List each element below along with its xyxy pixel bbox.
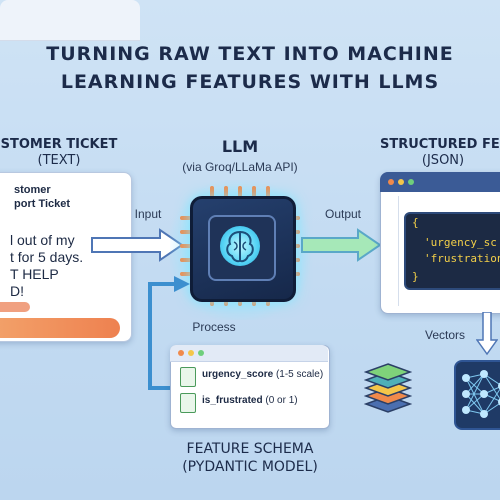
json-brace-open: { xyxy=(412,216,419,229)
json-subheading: (JSON) xyxy=(421,153,465,168)
ticket-body-line-2: t for 5 days. xyxy=(10,249,84,265)
ticket-submit-button[interactable] xyxy=(0,318,120,338)
schema-field-frustrated: is_frustrated (0 or 1) xyxy=(202,395,298,406)
process-label: Process xyxy=(192,320,236,334)
title-line-1: TURNING RAW TEXT INTO MACHINE xyxy=(46,43,454,65)
schema-window-titlebar xyxy=(170,345,328,362)
layers-icon xyxy=(364,363,412,413)
json-heading: STRUCTURED FE xyxy=(380,137,500,152)
process-arrow-icon xyxy=(148,276,190,390)
json-code-block xyxy=(404,212,500,290)
input-label: Input xyxy=(134,207,162,221)
schema-field-frustrated-name: is_frustrated xyxy=(202,395,263,406)
schema-field-urgency: urgency_score (1-5 scale) xyxy=(202,369,323,380)
llm-subtitle: (via Groq/LLaMa API) xyxy=(182,160,298,174)
output-label: Output xyxy=(324,207,362,221)
llm-title: LLM xyxy=(221,137,259,156)
title-line-2: LEARNING FEATURES WITH LLMS xyxy=(60,71,440,93)
neural-network-icon xyxy=(462,370,500,418)
schema-field-frustrated-desc: (0 or 1) xyxy=(265,395,298,406)
ticket-card-header xyxy=(0,0,140,41)
ticket-highlight-bar xyxy=(0,302,30,312)
schema-field-urgency-name: urgency_score xyxy=(202,369,274,380)
ticket-header-line-1: stomer xyxy=(14,184,51,196)
schema-caption-sub: (PYDANTIC MODEL) xyxy=(182,459,318,475)
window-dot-icon xyxy=(398,179,404,185)
ticket-card xyxy=(0,172,132,342)
ticket-subheading: (TEXT) xyxy=(37,153,81,168)
document-icon xyxy=(180,367,196,387)
output-arrow-icon xyxy=(301,228,382,262)
neural-network-card xyxy=(454,360,500,430)
schema-field-urgency-desc: (1-5 scale) xyxy=(275,369,324,380)
schema-caption: FEATURE SCHEMA xyxy=(186,441,314,457)
window-dot-icon xyxy=(408,179,414,185)
json-key-urgency: 'urgency_sc xyxy=(424,236,497,249)
document-icon xyxy=(180,393,196,413)
json-key-frustration: 'frustration_ xyxy=(424,252,500,265)
ticket-body-line-3: T HELP xyxy=(10,266,59,282)
ticket-header-line-2: port Ticket xyxy=(14,198,71,210)
window-dot-icon xyxy=(188,350,194,356)
ticket-body-line-4: D! xyxy=(10,283,24,299)
vectors-label: Vectors xyxy=(424,328,466,342)
vectors-arrow-icon xyxy=(476,312,498,356)
json-brace-close: } xyxy=(412,270,419,283)
window-dot-icon xyxy=(178,350,184,356)
window-dot-icon xyxy=(388,179,394,185)
ticket-body-line-1: l out of my xyxy=(10,232,75,248)
json-gutter xyxy=(384,196,399,306)
window-dot-icon xyxy=(198,350,204,356)
brain-lines-icon xyxy=(226,230,254,263)
json-window-titlebar xyxy=(380,172,500,192)
ticket-heading: STOMER TICKET xyxy=(0,137,118,152)
